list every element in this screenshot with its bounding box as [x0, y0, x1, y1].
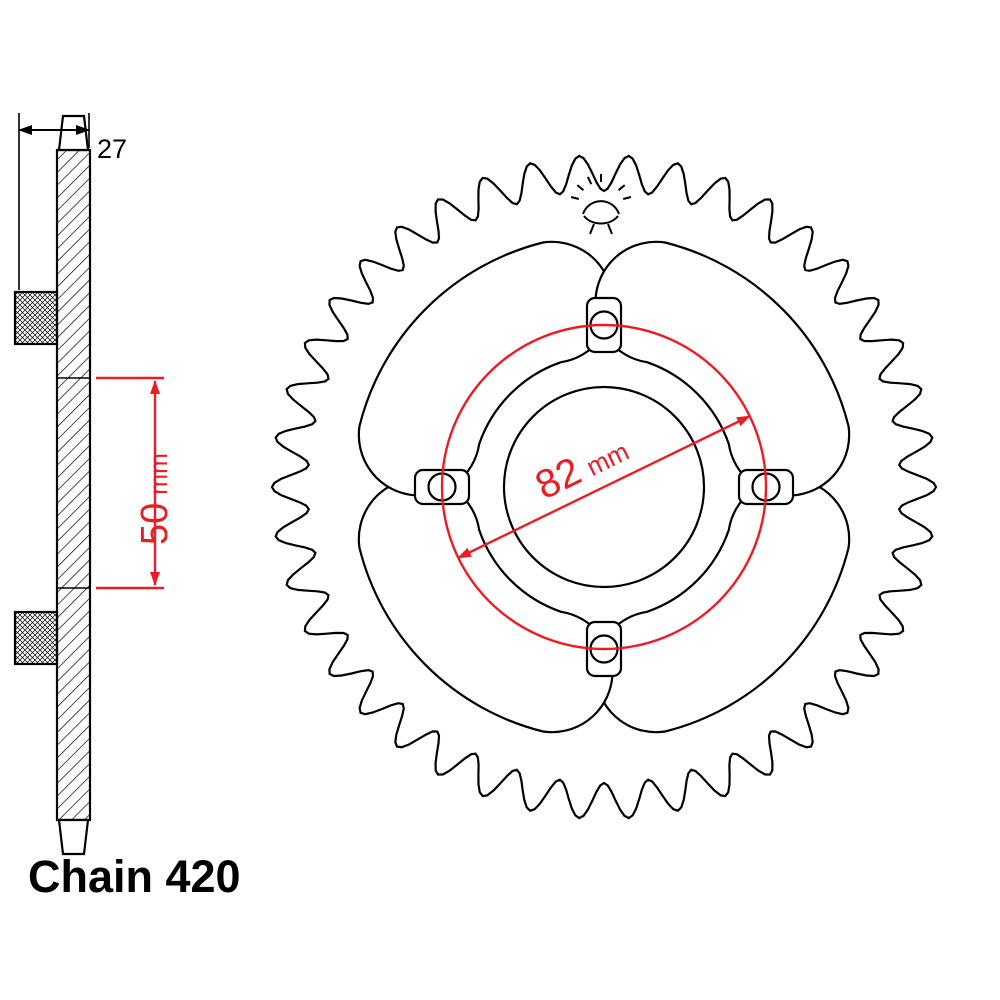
tooth-tip-bottom [57, 818, 90, 856]
bore-dimension-line [457, 414, 751, 560]
plate-section [55, 148, 92, 822]
tooth-tip-top [57, 114, 90, 152]
hub-block-lower [13, 610, 59, 666]
bolt-circle [440, 323, 768, 651]
offset-dimension-label: 50mm [134, 453, 176, 545]
side-view: 27 50mm [13, 113, 176, 856]
sun-rays-logo-icon [570, 174, 632, 235]
front-view: 82mm [270, 154, 938, 820]
hub-block-upper [13, 290, 59, 346]
lightening-holes [357, 240, 851, 734]
chain-size-label: Chain 420 [28, 851, 241, 902]
width-dimension-label: 27 [97, 134, 127, 164]
